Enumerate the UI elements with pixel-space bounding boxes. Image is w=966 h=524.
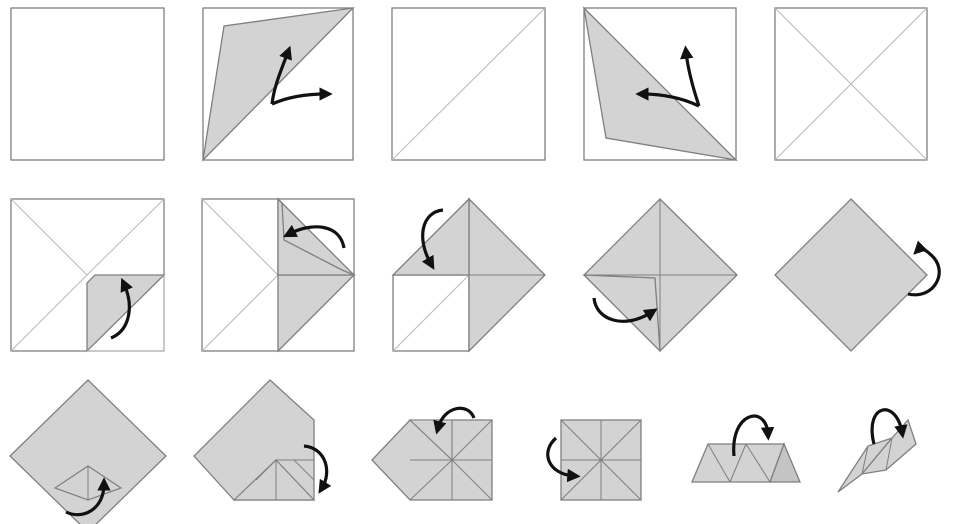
turn-over-arrow [546, 436, 581, 483]
step-12-corner-fold [193, 379, 332, 501]
fold-arrow-left [283, 224, 346, 249]
step-8-third-corner [391, 197, 546, 353]
step-6-corner-to-center [10, 198, 166, 353]
fold-arrow-right [592, 297, 658, 323]
fold-arrow-up [680, 45, 701, 107]
step-11-corner-fold [9, 379, 167, 524]
fold-arrow-up [65, 477, 111, 517]
fold-arrow-left [635, 87, 700, 108]
fold-arrow-right [271, 87, 333, 106]
step-1-square [10, 7, 165, 161]
step-7-second-corner [201, 197, 356, 353]
step-3-diagonal-crease [391, 7, 546, 161]
step-9-fourth-corner [582, 198, 738, 353]
fold-arrow-up [110, 277, 133, 340]
step-2-diagonal-fold [202, 7, 355, 162]
fold-arrow-up [270, 45, 292, 105]
step-13-corner-fold [371, 406, 493, 501]
fold-arrow-over [732, 414, 775, 457]
fold-arrow-down [303, 444, 332, 494]
step-14-square-unit [546, 419, 642, 501]
step-5-x-creases [774, 7, 928, 161]
step-16-final-fold [837, 408, 917, 493]
fold-arrow-down [421, 208, 444, 270]
fold-arrow-over [870, 408, 908, 445]
step-4-other-diagonal-fold [583, 6, 738, 161]
turn-over-arrow [907, 240, 941, 297]
step-10-turn-over [774, 198, 941, 352]
fold-arrow-down [433, 406, 476, 435]
step-15-fold-in-half [691, 414, 801, 483]
